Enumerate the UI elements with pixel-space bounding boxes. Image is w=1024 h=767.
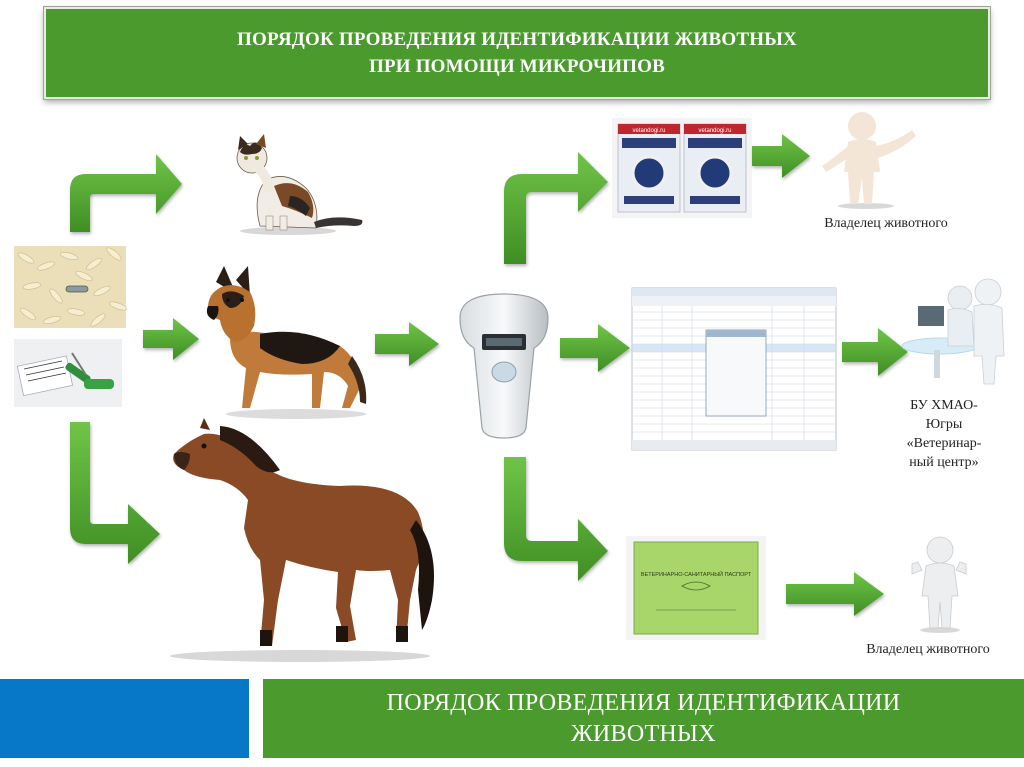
- arrow-to-cat: [70, 154, 182, 232]
- footer-blue-block: [0, 679, 249, 758]
- microchip-grains-image: [14, 246, 127, 328]
- arrow-to-owner-bottom: [786, 572, 884, 616]
- owner-top-label: Владелец животного: [824, 216, 948, 231]
- arrow-to-sanitary-passport: [504, 457, 608, 581]
- arrow-to-owner-top: [752, 134, 810, 178]
- passport-header-1: vetandogi.ru: [632, 128, 665, 134]
- arrow-to-vet-center: [842, 328, 908, 376]
- database-screen-image: [631, 287, 837, 451]
- dog-image: [206, 266, 367, 419]
- owner-figure-icon: [822, 112, 916, 209]
- owner-bottom-label: Владелец животного: [866, 642, 990, 657]
- microchip-syringe-image: [14, 339, 122, 407]
- horse-image: [170, 418, 434, 662]
- footer-line-1: ПОРЯДОК ПРОВЕДЕНИЯ ИДЕНТИФИКАЦИИ: [386, 689, 901, 716]
- title-line-2: ПРИ ПОМОЩИ МИКРОЧИПОВ: [368, 56, 666, 77]
- vet-center-label-line-2: Югры: [925, 417, 963, 432]
- pet-passports-image: vetandogi.ru vetandogi.ru: [612, 118, 752, 218]
- vet-center-label: БУ ХМАО- Югры «Ветеринар- ный центр»: [880, 396, 1008, 472]
- vet-center-figures-icon: [901, 278, 1005, 385]
- vet-center-label-line-1: БУ ХМАО-: [910, 398, 978, 413]
- scanner-device-image: [459, 293, 549, 439]
- title-banner: ПОРЯДОК ПРОВЕДЕНИЯ ИДЕНТИФИКАЦИИ ЖИВОТНЫ…: [44, 7, 990, 99]
- passport-header-2: vetandogi.ru: [698, 128, 731, 134]
- cat-image: [236, 134, 363, 235]
- arrow-to-dog: [143, 318, 199, 360]
- arrow-to-database: [560, 324, 630, 372]
- arrow-to-scanner: [375, 322, 439, 366]
- sanitary-passport-title: ВЕТЕРИНАРНО-САНИТАРНЫЙ ПАСПОРТ: [641, 570, 752, 578]
- arrow-to-horse: [70, 422, 160, 564]
- arrow-to-pet-passport: [504, 152, 608, 264]
- footer-line-2: ЖИВОТНЫХ: [571, 720, 716, 747]
- title-line-1: ПОРЯДОК ПРОВЕДЕНИЯ ИДЕНТИФИКАЦИИ ЖИВОТНЫ…: [237, 29, 797, 50]
- vet-center-label-line-4: ный центр»: [909, 455, 979, 470]
- sanitary-passport-image: ВЕТЕРИНАРНО-САНИТАРНЫЙ ПАСПОРТ: [626, 536, 766, 640]
- vet-center-label-line-3: «Ветеринар-: [906, 436, 982, 451]
- footer-banner: ПОРЯДОК ПРОВЕДЕНИЯ ИДЕНТИФИКАЦИИ ЖИВОТНЫ…: [263, 679, 1024, 758]
- owner-thumbs-up-figure-icon: [911, 536, 967, 633]
